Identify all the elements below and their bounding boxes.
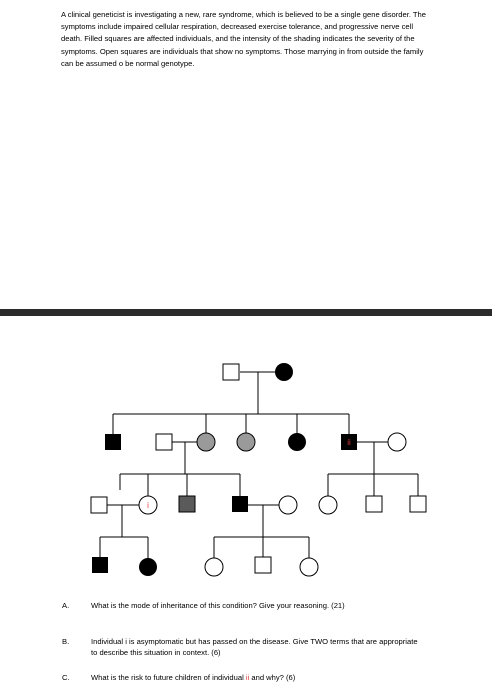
question-b: B. Individual i is asymptomatic but has …	[62, 637, 462, 661]
gen1-male-unaffected	[222, 363, 240, 381]
pedigree-chart: ii i	[90, 363, 427, 577]
gen2-male-married-in	[155, 433, 173, 451]
individual-ii-label: ii	[347, 438, 351, 447]
gen2-female-affected	[288, 433, 306, 451]
question-c-label: C.	[62, 673, 70, 682]
question-a-label: A.	[62, 601, 70, 610]
gen3-female-unaffected	[318, 495, 338, 515]
gen4-male-unaffected	[254, 556, 272, 574]
divider-bar	[0, 309, 492, 316]
question-b-text: Individual i is asymptomatic but has pas…	[91, 637, 418, 657]
question-a: A. What is the mode of inheritance of th…	[62, 601, 462, 615]
gen4-female-unaffected-2	[299, 557, 319, 577]
individual-ii-male-affected	[341, 434, 357, 450]
gen2-female-married-in	[387, 432, 407, 452]
gen3-male-unaffected	[365, 495, 383, 513]
question-c-highlight: ii	[245, 673, 250, 682]
gen2-female-intermediate	[196, 432, 216, 452]
gen3-male-intermediate	[178, 495, 196, 513]
question-c-text-after: and why? (6)	[249, 673, 296, 682]
intro-paragraph: A clinical geneticist is investigating a…	[61, 10, 426, 68]
gen2-female-intermediate-2	[236, 432, 256, 452]
question-c-text: What is the risk to future children of i…	[91, 673, 421, 684]
question-a-text: What is the mode of inheritance of this …	[91, 601, 345, 610]
gen3-male-unaffected-2	[409, 495, 427, 513]
gen4-female-unaffected	[204, 557, 224, 577]
gen3-male-married-in	[90, 496, 108, 514]
gen4-male-affected	[92, 557, 108, 573]
gen2-male-affected	[105, 434, 121, 450]
gen3-female-married-in	[278, 495, 298, 515]
gen4-female-affected	[139, 558, 157, 576]
individual-i-female	[138, 495, 158, 515]
individual-i-label: i	[147, 501, 149, 510]
question-b-label: B.	[62, 637, 70, 646]
question-c: C. What is the risk to future children o…	[62, 673, 462, 687]
gen1-female-affected	[275, 363, 293, 381]
gen3-male-affected	[232, 496, 248, 512]
question-c-text-before: What is the risk to future children of i…	[91, 673, 246, 682]
